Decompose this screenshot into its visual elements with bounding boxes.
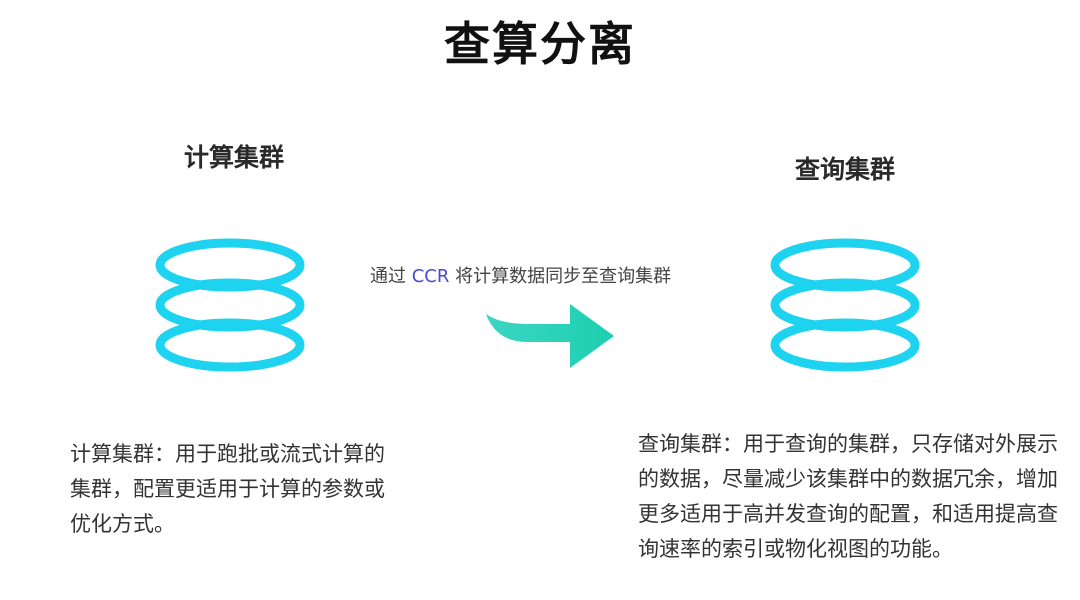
database-icon <box>155 238 305 372</box>
database-icon <box>770 238 920 372</box>
ccr-label: CCR <box>411 266 450 287</box>
query-cluster-label: 查询集群 <box>795 155 896 184</box>
page-title: 查算分离 <box>444 17 636 71</box>
sync-description: 通过 CCR 将计算数据同步至查询集群 <box>370 262 671 288</box>
sync-suffix: 将计算数据同步至查询集群 <box>455 266 672 287</box>
sync-prefix: 通过 <box>370 266 406 287</box>
compute-cluster-description: 计算集群：用于跑批或流式计算的集群，配置更适用于计算的参数或优化方式。 <box>70 442 385 536</box>
arrow-right-icon <box>486 304 614 368</box>
query-cluster-description: 查询集群：用于查询的集群，只存储对外展示的数据，尽量减少该集群中的数据冗余，增加… <box>638 432 1058 561</box>
compute-cluster-label: 计算集群 <box>184 143 285 172</box>
